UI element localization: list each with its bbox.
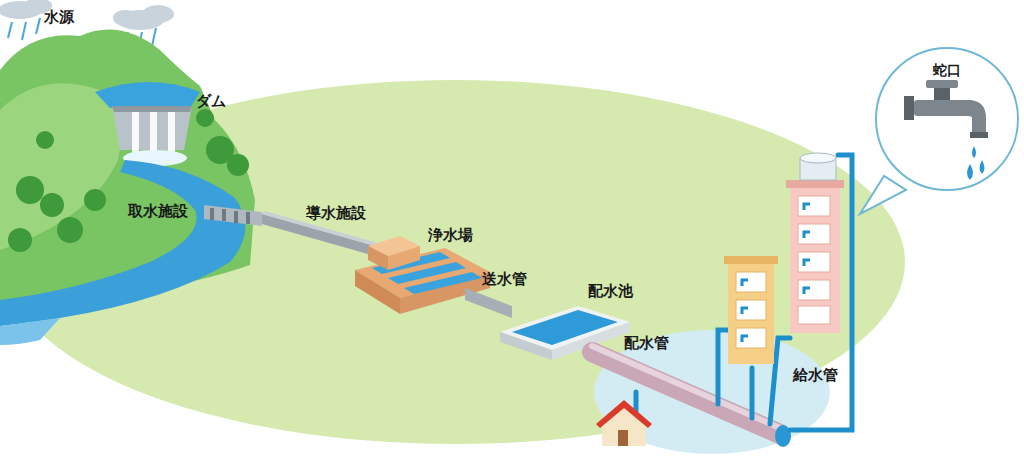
reservoir-label: 配水池 [588,282,633,300]
faucet-callout: 蛇口 [874,46,1020,192]
faucet-label: 蛇口 [874,46,1020,80]
plant-label: 浄水場 [428,226,473,244]
conduit-label: 導水施設 [306,204,366,222]
distribution-label: 配水管 [624,334,669,352]
source-label: 水源 [44,8,74,26]
service-label: 給水管 [793,366,838,384]
intake-label: 取水施設 [128,202,188,220]
dam-label: ダム [196,92,226,110]
transmission-label: 送水管 [482,270,527,288]
